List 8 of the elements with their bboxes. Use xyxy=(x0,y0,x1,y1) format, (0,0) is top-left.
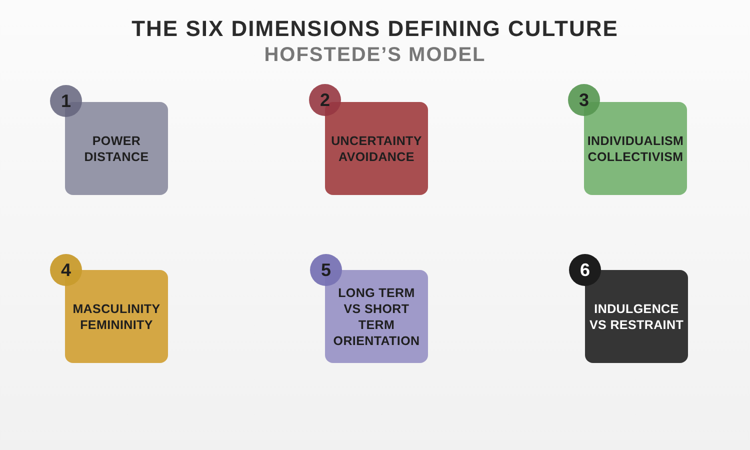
number-badge: 2 xyxy=(309,84,341,116)
subtitle: HOFSTEDE’S MODEL xyxy=(263,44,487,67)
number-badge: 4 xyxy=(50,254,82,286)
number-badge: 6 xyxy=(569,254,601,286)
number-badge: 1 xyxy=(50,85,82,117)
number-badge: 5 xyxy=(310,254,342,286)
number-badge: 3 xyxy=(568,84,600,116)
title: THE SIX DIMENSIONS DEFINING CULTURE xyxy=(130,16,620,42)
